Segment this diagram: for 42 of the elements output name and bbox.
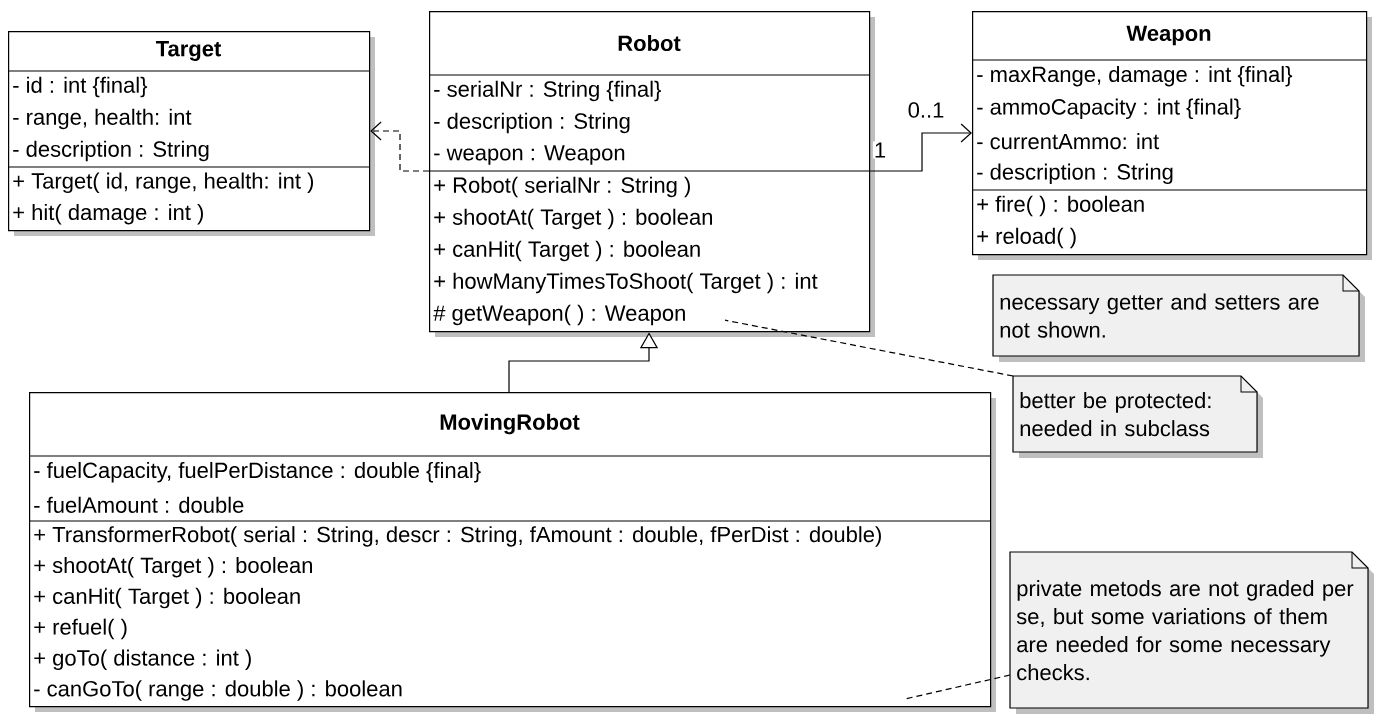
note: private metods are not graded per se, but some variations of them are needed for some necessary checks. (1009, 551, 1374, 714)
method-text: # getWeapon( ) : Weapon (433, 304, 685, 326)
attribute-text: - ammoCapacity : int {final} (977, 98, 1241, 120)
class-box (428, 11, 875, 337)
attribute-text: - description : String (977, 163, 1173, 185)
method-text: + Robot( serialNr : String ) (434, 176, 690, 198)
method-text: + TransformerRobot( serial : String, descr : String, fAmount : double, fPerDist : double) (34, 526, 881, 547)
attribute-text: - serialNr : String {final} (434, 80, 661, 102)
method-text: + fire( ) : boolean (977, 195, 1144, 217)
class-box (971, 11, 1372, 260)
method-text: + shootAt( Target ) : boolean (434, 208, 712, 230)
class-box (7, 31, 375, 236)
class-name: MovingRobot (440, 413, 580, 435)
attribute-text: - fuelCapacity, fuelPerDistance : double {final} (34, 461, 481, 483)
attribute-text: - maxRange, damage : int {final} (977, 65, 1293, 87)
attribute-text: - description : String (13, 140, 209, 162)
method-text: + canHit( Target ) : boolean (34, 587, 300, 609)
method-text: - canGoTo( range : double ) : boolean (34, 680, 402, 701)
attribute-text: - description : String (434, 112, 630, 134)
method-text: + reload( ) (977, 227, 1076, 249)
attribute-text: - range, health: int (13, 108, 192, 130)
note: better be protected: needed in subclass (1012, 375, 1263, 458)
class-name: Robot (618, 34, 681, 52)
method-text: + shootAt( Target ) : boolean (34, 556, 312, 578)
method-text: + Target( id, range, health: int ) (13, 172, 314, 194)
note: necessary getter and setters are not shown. (992, 274, 1365, 362)
arrow (869, 123, 972, 172)
attribute-text: - currentAmmo: int (977, 133, 1159, 150)
method-text: + howManyTimesToShoot( Target ) : int (434, 272, 818, 294)
method-text: + goTo( distance : int ) (34, 649, 251, 671)
attribute-text: - fuelAmount : double (34, 496, 244, 513)
class-name: Weapon (1126, 25, 1211, 46)
class-box (28, 392, 996, 712)
method-text: + refuel( ) (34, 618, 127, 640)
method-text: + canHit( Target ) : boolean (434, 240, 700, 262)
attribute-text: - weapon : Weapon (434, 145, 625, 165)
multiplicity-label: 0..1 (906, 101, 946, 119)
leader-line (724, 319, 1014, 377)
method-text: + hit( damage : int ) (13, 203, 203, 225)
class-name: Target (155, 41, 222, 61)
arrow (370, 121, 430, 172)
attribute-text: - id : int {final} (13, 76, 148, 98)
